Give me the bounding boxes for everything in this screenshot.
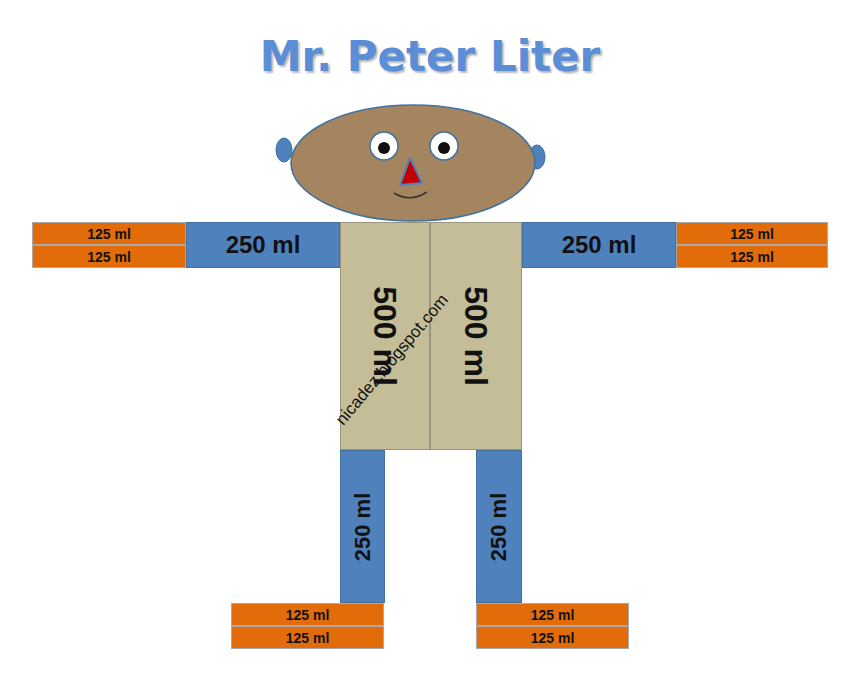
head — [291, 105, 535, 221]
volume-label: 125 ml — [286, 608, 330, 622]
cup-box: 125 ml — [32, 222, 186, 245]
cup-box: 125 ml — [476, 626, 629, 649]
ear — [276, 138, 292, 162]
volume-label: 500 ml — [460, 286, 492, 386]
cup-box: 125 ml — [676, 245, 828, 268]
arm-box: 250 ml — [186, 222, 340, 268]
volume-label: 125 ml — [87, 227, 131, 241]
eye — [370, 132, 398, 160]
eye — [430, 132, 458, 160]
cup-box: 125 ml — [676, 222, 828, 245]
pupil — [438, 142, 450, 154]
cup-box: 125 ml — [32, 245, 186, 268]
cup-box: 125 ml — [476, 603, 629, 626]
volume-label: 125 ml — [286, 631, 330, 645]
cup-box: 125 ml — [231, 626, 384, 649]
volume-label: 125 ml — [730, 227, 774, 241]
mouth — [394, 192, 427, 198]
volume-label: 125 ml — [87, 250, 131, 264]
leg-box: 250 ml — [476, 450, 522, 603]
pupil — [378, 142, 390, 154]
volume-label: 125 ml — [730, 250, 774, 264]
arm-box: 250 ml — [522, 222, 676, 268]
title: Mr. Peter Liter — [0, 32, 860, 81]
volume-label: 125 ml — [531, 608, 575, 622]
volume-label: 250 ml — [562, 233, 637, 257]
leg-box: 250 ml — [340, 450, 385, 603]
body-box: 500 ml — [430, 222, 522, 450]
volume-label: 250 ml — [352, 492, 374, 561]
volume-label: 125 ml — [531, 631, 575, 645]
volume-label: 250 ml — [488, 492, 510, 561]
cup-box: 125 ml — [231, 603, 384, 626]
volume-label: 250 ml — [226, 233, 301, 257]
nose — [400, 158, 422, 185]
